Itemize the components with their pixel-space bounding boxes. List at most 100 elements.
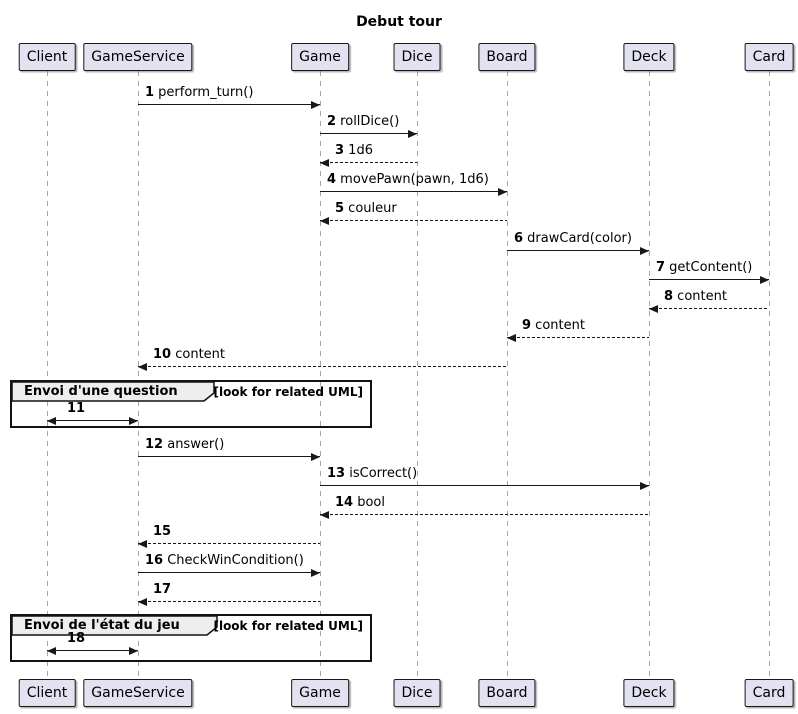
- participant-top-dice: Dice: [393, 43, 441, 71]
- message-label: 17: [153, 582, 171, 598]
- arrow-head-right-icon: [311, 452, 320, 461]
- participant-top-game: Game: [291, 43, 349, 71]
- group-header-shape: [11, 381, 215, 402]
- message-number: 8: [664, 289, 674, 304]
- arrow-head-left-icon: [320, 510, 329, 519]
- arrow-head-left-icon: [320, 216, 329, 225]
- message-number: 11: [67, 401, 86, 416]
- message-number: 6: [514, 231, 524, 246]
- participant-bottom-deck: Deck: [623, 679, 675, 707]
- group-note: [look for related UML]: [213, 619, 363, 633]
- message-line: [47, 650, 138, 651]
- message-number: 14: [335, 495, 354, 510]
- arrow-head-right-icon: [498, 187, 507, 196]
- message-label: 1 perform_turn(): [145, 85, 254, 100]
- message-line: [47, 420, 138, 421]
- group-header-shape: [11, 615, 218, 636]
- arrow-head-right-icon: [640, 246, 649, 255]
- message-line: [507, 250, 649, 251]
- participant-top-client: Client: [18, 43, 76, 71]
- message-line: [320, 191, 507, 192]
- participant-top-gameservice: GameService: [83, 43, 193, 71]
- arrow-head-left-icon: [320, 158, 329, 167]
- message-label: 8 content: [664, 289, 727, 304]
- message-label: 12 answer(): [145, 437, 225, 452]
- message-number: 17: [153, 582, 172, 597]
- arrow-head-right-icon: [311, 568, 320, 577]
- message-line: [138, 601, 320, 602]
- message-line: [507, 337, 649, 338]
- message-line: [320, 485, 649, 486]
- arrow-head-left-icon: [507, 333, 516, 342]
- arrow-head-right-icon: [129, 646, 138, 655]
- message-line: [320, 514, 649, 515]
- message-line: [320, 220, 507, 221]
- message-label: 10 content: [153, 347, 225, 362]
- participant-bottom-board: Board: [478, 679, 536, 707]
- message-line: [138, 366, 507, 367]
- arrow-head-left-icon: [47, 646, 56, 655]
- lifeline-deck: [649, 71, 650, 679]
- message-label: 6 drawCard(color): [514, 231, 632, 246]
- message-line: [138, 456, 320, 457]
- arrow-head-left-icon: [138, 539, 147, 548]
- participant-top-card: Card: [744, 43, 794, 71]
- message-label: 11: [67, 401, 85, 417]
- lifeline-card: [769, 71, 770, 679]
- arrow-head-left-icon: [138, 597, 147, 606]
- message-number: 15: [153, 524, 172, 539]
- message-label: 2 rollDice(): [327, 114, 400, 129]
- message-line: [138, 104, 320, 105]
- message-number: 9: [522, 318, 532, 333]
- group-note: [look for related UML]: [213, 385, 363, 399]
- message-label: 18: [67, 631, 85, 647]
- message-number: 13: [327, 466, 346, 481]
- participant-bottom-gameservice: GameService: [83, 679, 193, 707]
- arrow-head-right-icon: [129, 416, 138, 425]
- message-label: 14 bool: [335, 495, 385, 510]
- lifeline-client: [47, 71, 48, 679]
- message-line: [649, 308, 769, 309]
- group-title: Envoi d'une question: [24, 384, 178, 399]
- message-label: 16 CheckWinCondition(): [145, 553, 304, 568]
- message-label: 5 couleur: [335, 201, 397, 216]
- arrow-head-right-icon: [408, 129, 417, 138]
- message-label: 15: [153, 524, 171, 540]
- message-label: 9 content: [522, 318, 585, 333]
- message-label: 4 movePawn(pawn, 1d6): [327, 172, 489, 187]
- participant-top-board: Board: [478, 43, 536, 71]
- message-line: [138, 572, 320, 573]
- participant-bottom-dice: Dice: [393, 679, 441, 707]
- arrow-head-right-icon: [311, 100, 320, 109]
- group-title: Envoi de l'état du jeu: [24, 618, 180, 633]
- lifeline-gameservice: [138, 71, 139, 679]
- message-line: [320, 133, 417, 134]
- group-frame-1: Envoi d'une question [look for related UM…: [10, 380, 372, 428]
- arrow-head-left-icon: [649, 304, 658, 313]
- lifeline-board: [507, 71, 508, 679]
- message-number: 2: [327, 114, 337, 129]
- lifeline-game: [320, 71, 321, 679]
- message-number: 5: [335, 201, 345, 216]
- message-line: [649, 279, 769, 280]
- message-number: 16: [145, 553, 164, 568]
- message-label: 3 1d6: [335, 143, 373, 158]
- participant-bottom-client: Client: [18, 679, 76, 707]
- message-number: 18: [67, 631, 86, 646]
- arrow-head-right-icon: [760, 275, 769, 284]
- arrow-head-left-icon: [138, 362, 147, 371]
- arrow-head-left-icon: [47, 416, 56, 425]
- group-frame-2: Envoi de l'état du jeu [look for related …: [10, 614, 372, 662]
- participant-bottom-card: Card: [744, 679, 794, 707]
- message-number: 4: [327, 172, 337, 187]
- message-number: 10: [153, 347, 172, 362]
- arrow-head-right-icon: [640, 481, 649, 490]
- participant-top-deck: Deck: [623, 43, 675, 71]
- message-number: 1: [145, 85, 155, 100]
- message-line: [138, 543, 320, 544]
- diagram-title: Debut tour: [356, 14, 442, 30]
- participant-bottom-game: Game: [291, 679, 349, 707]
- lifeline-dice: [417, 71, 418, 679]
- message-label: 13 isCorrect(): [327, 466, 418, 481]
